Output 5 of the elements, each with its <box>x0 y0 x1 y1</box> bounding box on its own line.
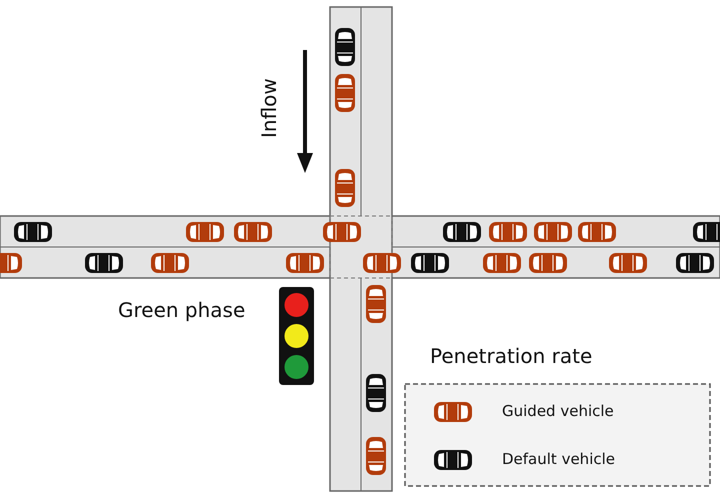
legend-title: Penetration rate <box>430 344 592 368</box>
direction-label: Inflow <box>257 78 281 138</box>
legend-label: Default vehicle <box>502 450 615 468</box>
signal-label: Green phase <box>118 298 246 322</box>
legend-label: Guided vehicle <box>502 402 614 420</box>
